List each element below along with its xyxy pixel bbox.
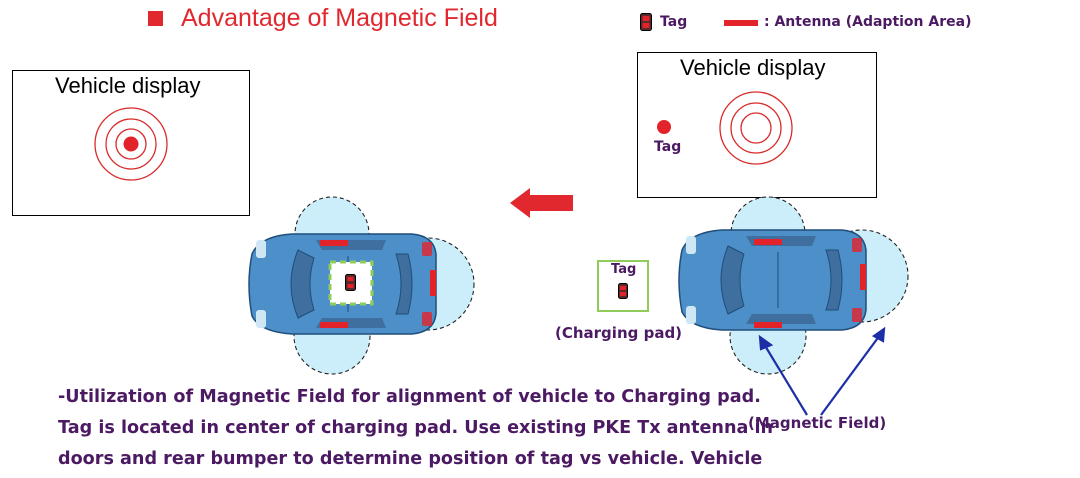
left-car-aligned	[248, 196, 475, 375]
right-car-body	[678, 229, 867, 331]
charging-pad-tag-icon	[618, 283, 628, 299]
description-line: -Utilization of Magnetic Field for align…	[58, 387, 761, 407]
charging-pad-tag-label: Tag	[611, 262, 637, 277]
slide-title: Advantage of Magnetic Field	[148, 4, 498, 33]
left-display-title: Vehicle display	[55, 73, 201, 98]
legend-tag-icon	[640, 13, 652, 31]
description-line: Tag is located in center of charging pad…	[58, 418, 774, 438]
right-display-tag-dot	[657, 120, 671, 134]
left-display-magnetic-rings	[94, 107, 168, 181]
left-car-tag-icon	[345, 274, 356, 291]
description-line: doors and rear bumper to determine posit…	[58, 449, 763, 469]
magnetic-field-label: (Magnetic Field)	[748, 414, 887, 432]
charging-pad: Tag	[597, 260, 649, 312]
legend-antenna-swatch	[724, 20, 758, 26]
legend-antenna-label: : Antenna (Adaption Area)	[764, 14, 972, 30]
left-display-tag-dot	[123, 136, 139, 152]
magnetic-field-arrows	[758, 326, 886, 416]
slide-title-text: Advantage of Magnetic Field	[181, 4, 498, 32]
right-car-misaligned	[678, 196, 909, 375]
title-bullet-square	[148, 11, 163, 26]
charging-pad-label: (Charging pad)	[555, 324, 683, 342]
right-display-magnetic-rings	[719, 91, 793, 165]
left-arrow-icon	[510, 188, 573, 218]
right-vehicle-display: Vehicle display Tag	[637, 52, 877, 198]
right-display-tag-label: Tag	[654, 139, 682, 155]
left-vehicle-display: Vehicle display	[12, 70, 250, 216]
right-display-title: Vehicle display	[680, 55, 826, 80]
legend-tag-label: Tag	[660, 14, 688, 30]
description-text: -Utilization of Magnetic Field for align…	[58, 382, 774, 475]
